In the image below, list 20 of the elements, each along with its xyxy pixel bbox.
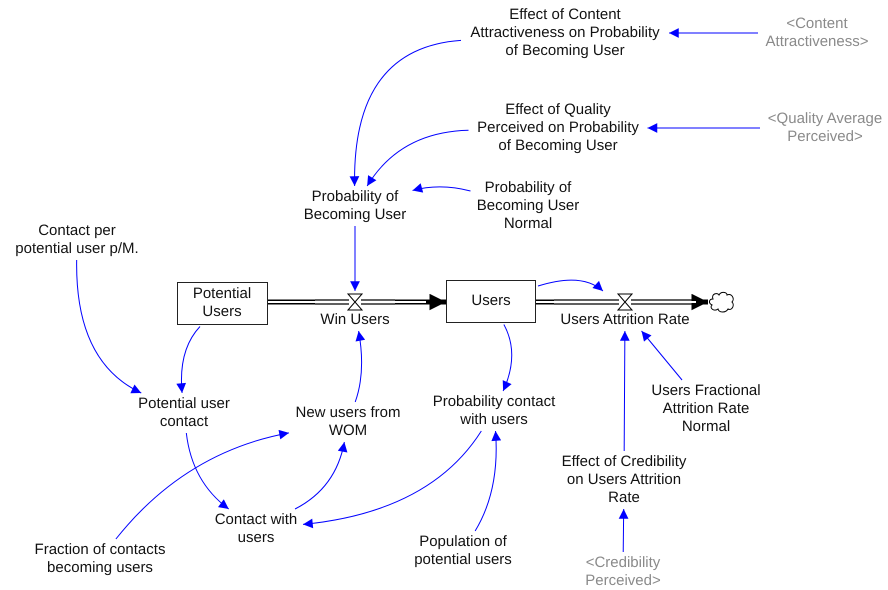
- variable-label: Effect of Quality Perceived on Probability of Becoming User: [470, 101, 646, 155]
- stock-box: Potential Users: [176, 282, 268, 324]
- shadow-variable-label: <Credibility Perceived>: [581, 554, 665, 590]
- variable-label: Users Fractional Attrition Rate Normal: [646, 382, 766, 436]
- flow-label: Users Attrition Rate: [559, 311, 691, 329]
- variable-label: Contact per potential user p/M.: [10, 222, 144, 258]
- variable-label: Fraction of contacts becoming users: [28, 541, 172, 577]
- variable-label: Contact with users: [211, 511, 301, 547]
- flow-label: Win Users: [319, 311, 391, 329]
- variable-label: Effect of Content Attractiveness on Probability of Becoming User: [463, 6, 667, 60]
- variable-label: Probability of Becoming User: [300, 188, 410, 224]
- shadow-variable-label: <Quality Average Perceived>: [762, 110, 888, 146]
- variable-label: Probability contact with users: [430, 393, 558, 429]
- variable-label: New users from WOM: [291, 404, 405, 440]
- variable-label: Population of potential users: [409, 533, 517, 569]
- shadow-variable-label: <Content Attractiveness>: [760, 15, 874, 51]
- stock-box: Users: [446, 280, 536, 322]
- variable-label: Probability of Becoming User Normal: [472, 179, 584, 233]
- variable-label: Effect of Credibility on Users Attrition Rate: [556, 453, 692, 507]
- variable-label: Potential user contact: [133, 395, 235, 431]
